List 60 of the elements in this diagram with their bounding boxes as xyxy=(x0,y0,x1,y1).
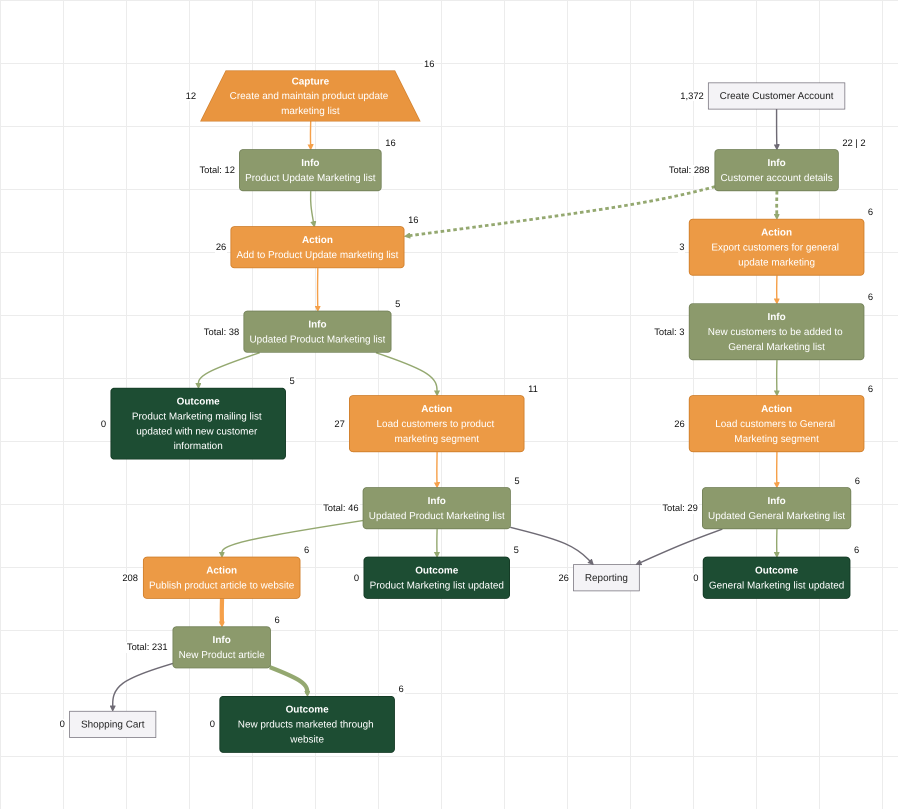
count-label: 0 xyxy=(58,719,66,730)
count-label: Total: 38 xyxy=(202,326,240,338)
arrow xyxy=(774,191,780,220)
count-label: 6 xyxy=(854,476,861,486)
arrow xyxy=(110,662,174,712)
arrow xyxy=(307,122,314,150)
count-label: 26 xyxy=(673,418,686,429)
count-label: Total: 3 xyxy=(653,326,686,338)
count-label: 6 xyxy=(273,614,281,626)
count-label: 26 xyxy=(214,242,228,253)
arrow xyxy=(636,528,723,566)
count-label: 208 xyxy=(121,572,139,584)
arrow xyxy=(774,529,780,558)
count-label: 5 xyxy=(288,376,296,386)
node-box: Reporting xyxy=(573,564,640,592)
count-label: Total: 231 xyxy=(126,642,169,653)
arrow xyxy=(434,452,440,488)
arrow xyxy=(269,665,310,697)
arrow xyxy=(404,185,716,239)
count-label: Total: 46 xyxy=(322,503,360,514)
node-box: Shopping Cart xyxy=(69,710,156,738)
arrow xyxy=(195,352,260,389)
arrow xyxy=(314,268,321,312)
count-label: 26 xyxy=(557,572,570,584)
count-label: 0 xyxy=(208,719,216,730)
arrow xyxy=(774,452,780,488)
arrow xyxy=(376,352,440,396)
arrow xyxy=(434,529,440,558)
count-label: 5 xyxy=(512,545,520,556)
count-label: 5 xyxy=(513,476,521,486)
arrow xyxy=(310,191,316,228)
count-label: Total: 288 xyxy=(668,165,710,176)
count-label: 0 xyxy=(352,572,360,584)
count-label: 6 xyxy=(397,684,405,695)
count-label: 1,372 xyxy=(679,90,705,102)
count-label: 12 xyxy=(184,90,198,102)
count-label: Total: 12 xyxy=(198,165,236,176)
count-label: 6 xyxy=(866,384,874,394)
count-label: 6 xyxy=(866,292,874,302)
count-label: 22 | 2 xyxy=(841,138,867,148)
count-label: Total: 29 xyxy=(661,503,699,514)
arrow xyxy=(774,109,780,150)
arrow xyxy=(774,276,780,304)
arrow xyxy=(218,598,226,628)
count-label: 16 xyxy=(423,58,436,70)
count-label: 6 xyxy=(866,207,874,218)
count-label: 3 xyxy=(678,242,686,253)
count-label: 0 xyxy=(692,572,700,584)
count-label: 11 xyxy=(527,384,539,394)
arrow xyxy=(510,526,594,565)
arrow xyxy=(774,360,780,396)
count-label: 6 xyxy=(303,545,310,556)
count-label: 0 xyxy=(100,418,108,429)
arrow xyxy=(218,520,364,558)
count-label: 6 xyxy=(852,545,860,556)
count-label: 5 xyxy=(394,299,402,310)
count-label: 16 xyxy=(384,138,397,148)
node-box: Create Customer Account xyxy=(708,82,846,110)
count-label: 27 xyxy=(333,418,346,429)
count-label: 16 xyxy=(407,214,420,225)
